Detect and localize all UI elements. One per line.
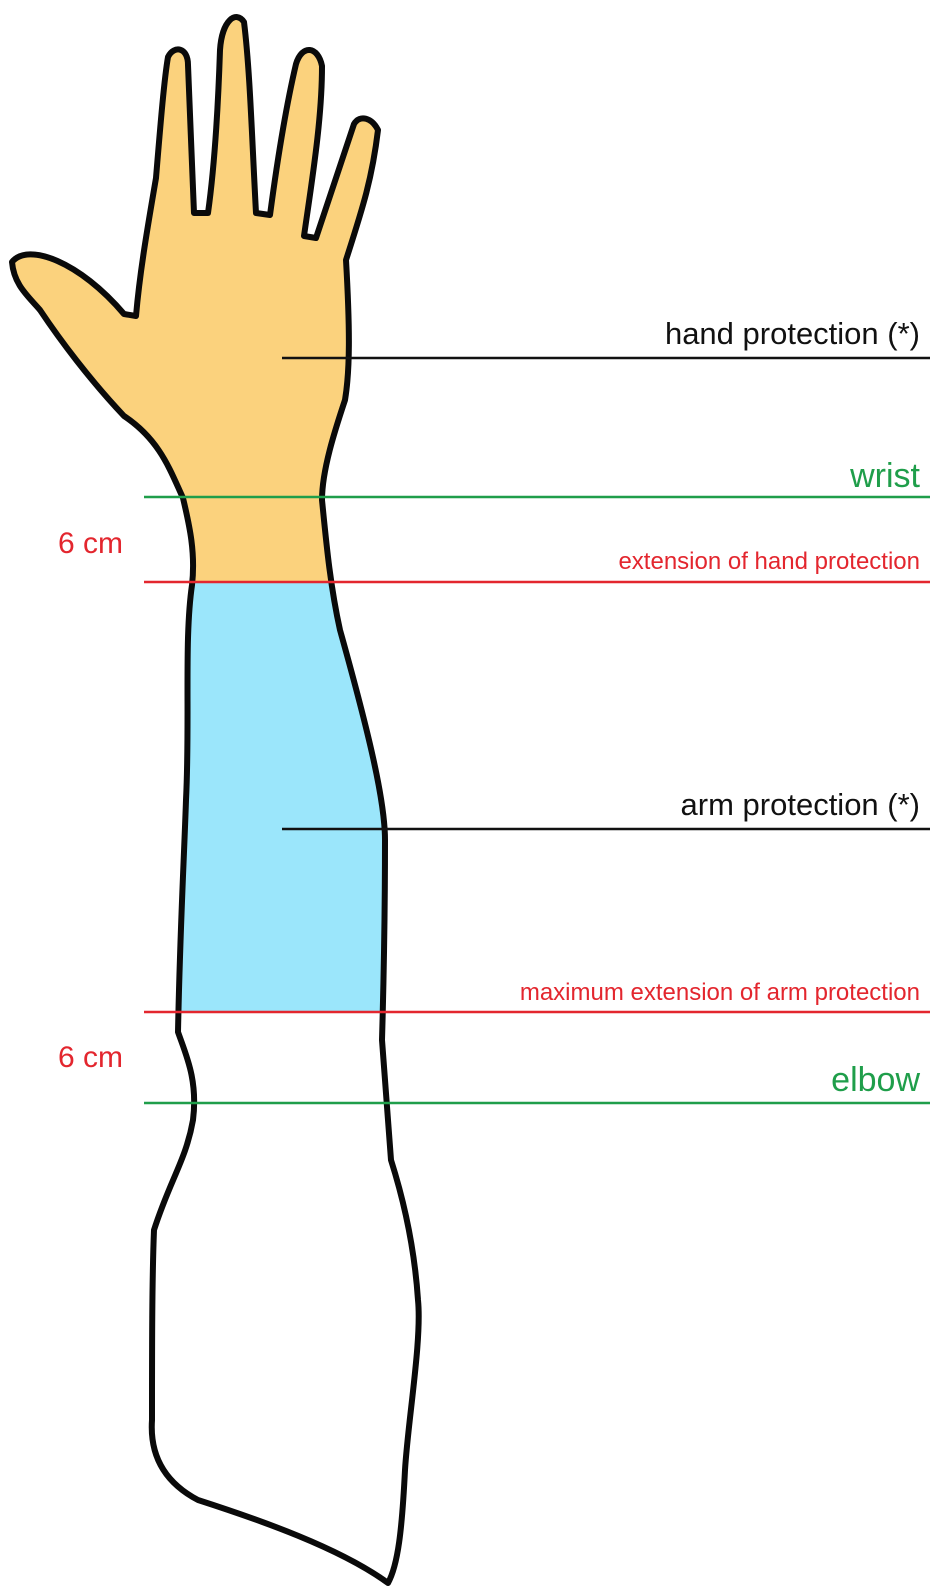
hand-extension-label: extension of hand protection [618, 550, 920, 574]
elbow-label: elbow [831, 1063, 920, 1097]
arm-protection-label: arm protection (*) [681, 789, 920, 820]
six-cm-bottom-label: 6 cm [58, 1043, 123, 1073]
arm-max-extension-label: maximum extension of arm protection [520, 981, 920, 1005]
hand-protection-label: hand protection (*) [665, 318, 920, 349]
wrist-label: wrist [850, 459, 920, 493]
six-cm-top-label: 6 cm [58, 529, 123, 559]
